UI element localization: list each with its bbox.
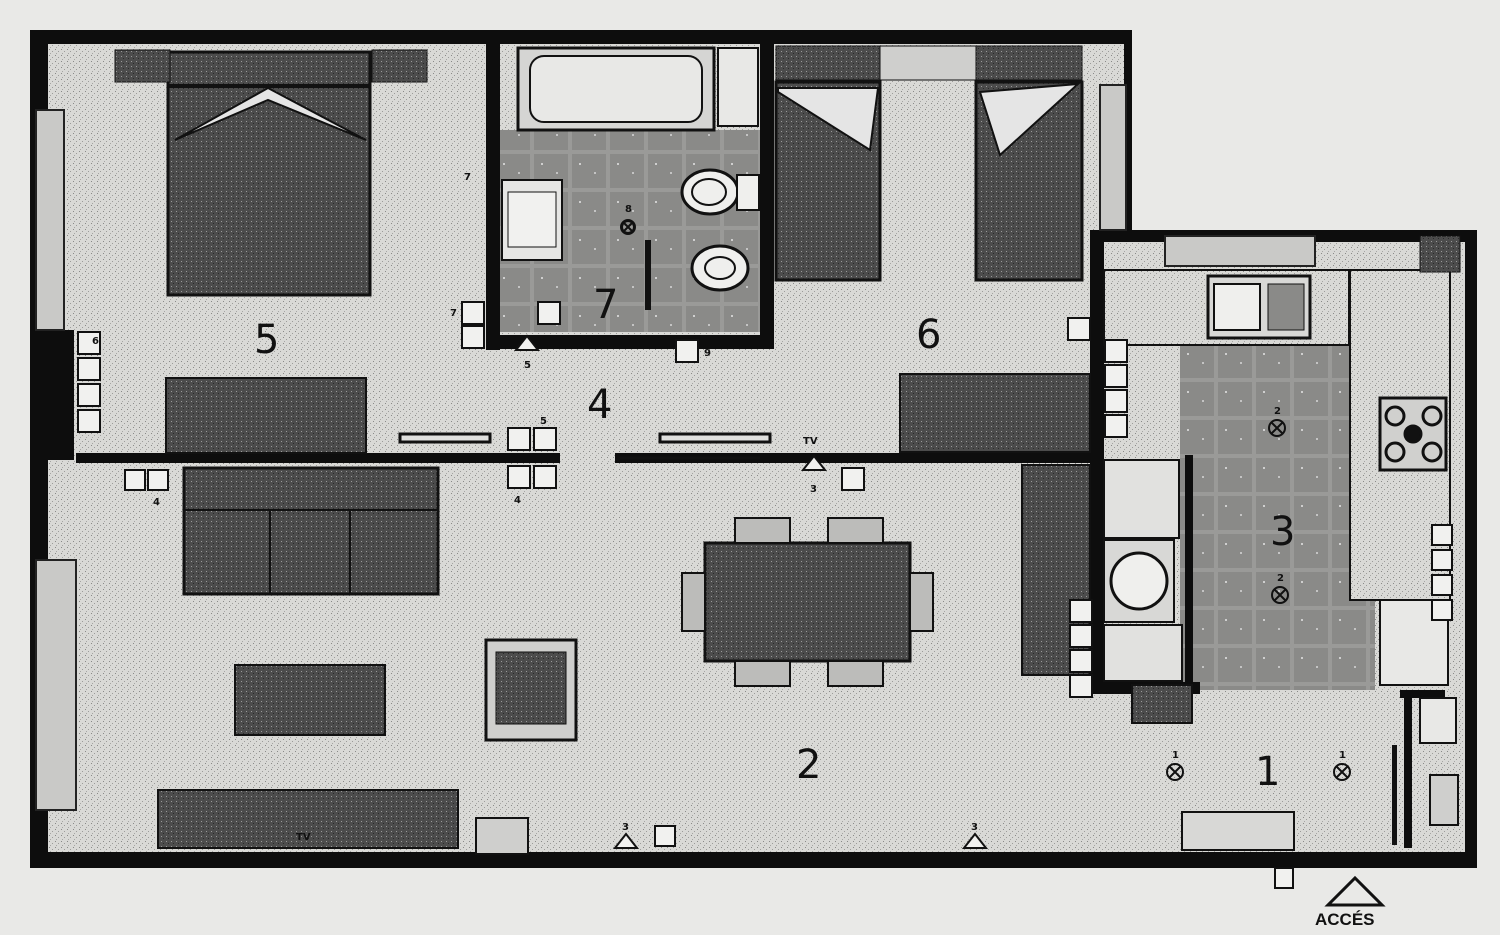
nightstand xyxy=(975,45,1083,81)
windows xyxy=(35,84,1316,811)
nightstand xyxy=(114,49,171,83)
bidet xyxy=(690,244,750,292)
room-label-bathroom: 7 xyxy=(593,282,618,328)
nightstand xyxy=(879,45,977,81)
cabinet xyxy=(717,47,759,127)
side-table xyxy=(475,817,529,855)
symbol-number: 9 xyxy=(704,348,711,359)
wardrobe xyxy=(165,377,367,454)
wardrobe xyxy=(899,373,1091,453)
tv-cabinet xyxy=(157,789,459,849)
symbol-number: 6 xyxy=(92,336,99,347)
symbol-number: 3 xyxy=(971,822,978,833)
nightstand xyxy=(371,49,428,83)
electrical-panel xyxy=(1181,811,1295,851)
doors xyxy=(398,432,772,460)
kitchen-cabinet xyxy=(1103,624,1183,682)
symbol-number: 3 xyxy=(810,484,817,495)
toilet xyxy=(680,168,740,216)
entry-panel xyxy=(1429,774,1459,826)
entrance xyxy=(1131,684,1459,851)
symbol-number: 4 xyxy=(514,495,521,506)
kitchen-cabinet xyxy=(1103,459,1180,539)
ceiling-lights xyxy=(620,219,1351,781)
room-label-hallway: 4 xyxy=(587,382,612,428)
access-arrow-icon xyxy=(1324,875,1386,907)
room-label-master-bedroom: 5 xyxy=(254,317,279,363)
room-label-kitchen: 3 xyxy=(1270,509,1295,555)
symbol-number: 8 xyxy=(625,204,632,215)
boiler xyxy=(1419,235,1461,273)
symbol-number: 2 xyxy=(1277,573,1284,584)
kitchen-tile-floor xyxy=(1180,345,1375,690)
tv-label: TV xyxy=(296,832,311,843)
second-bedroom xyxy=(774,45,1091,453)
sofa xyxy=(182,466,440,596)
outlet-symbols xyxy=(513,334,989,849)
symbol-number: 2 xyxy=(1274,406,1281,417)
coat-cabinet xyxy=(1131,684,1193,724)
shoe-cabinet xyxy=(1419,697,1457,744)
nightstand xyxy=(775,45,881,81)
master-bedroom xyxy=(114,49,428,454)
room-label-entrance: 1 xyxy=(1255,749,1280,795)
symbol-number: 5 xyxy=(540,416,547,427)
symbol-number: 1 xyxy=(1172,750,1179,761)
room-label-living-dining: 2 xyxy=(796,742,821,788)
electrical-symbols xyxy=(77,301,1453,889)
symbol-number: 4 xyxy=(153,497,160,508)
dining-chairs xyxy=(681,517,934,687)
bed-sheet-fold xyxy=(174,86,367,141)
symbol-number: 7 xyxy=(450,308,457,319)
symbol-number: 3 xyxy=(622,822,629,833)
bathroom xyxy=(501,46,760,310)
access-label: ACCÉS xyxy=(1315,910,1375,929)
access-marker: ACCÉS xyxy=(1315,875,1386,929)
living-dining xyxy=(157,464,1091,855)
coffee-table xyxy=(234,664,386,736)
symbol-number: 1 xyxy=(1339,750,1346,761)
stove xyxy=(1378,396,1448,472)
walls xyxy=(30,30,1477,868)
tv-label: TV xyxy=(803,436,818,447)
room-label-second-bedroom: 6 xyxy=(916,312,941,358)
symbol-number: 7 xyxy=(464,172,471,183)
kitchen xyxy=(1103,235,1461,686)
dining-table xyxy=(703,541,912,663)
symbol-number: 5 xyxy=(524,360,531,371)
